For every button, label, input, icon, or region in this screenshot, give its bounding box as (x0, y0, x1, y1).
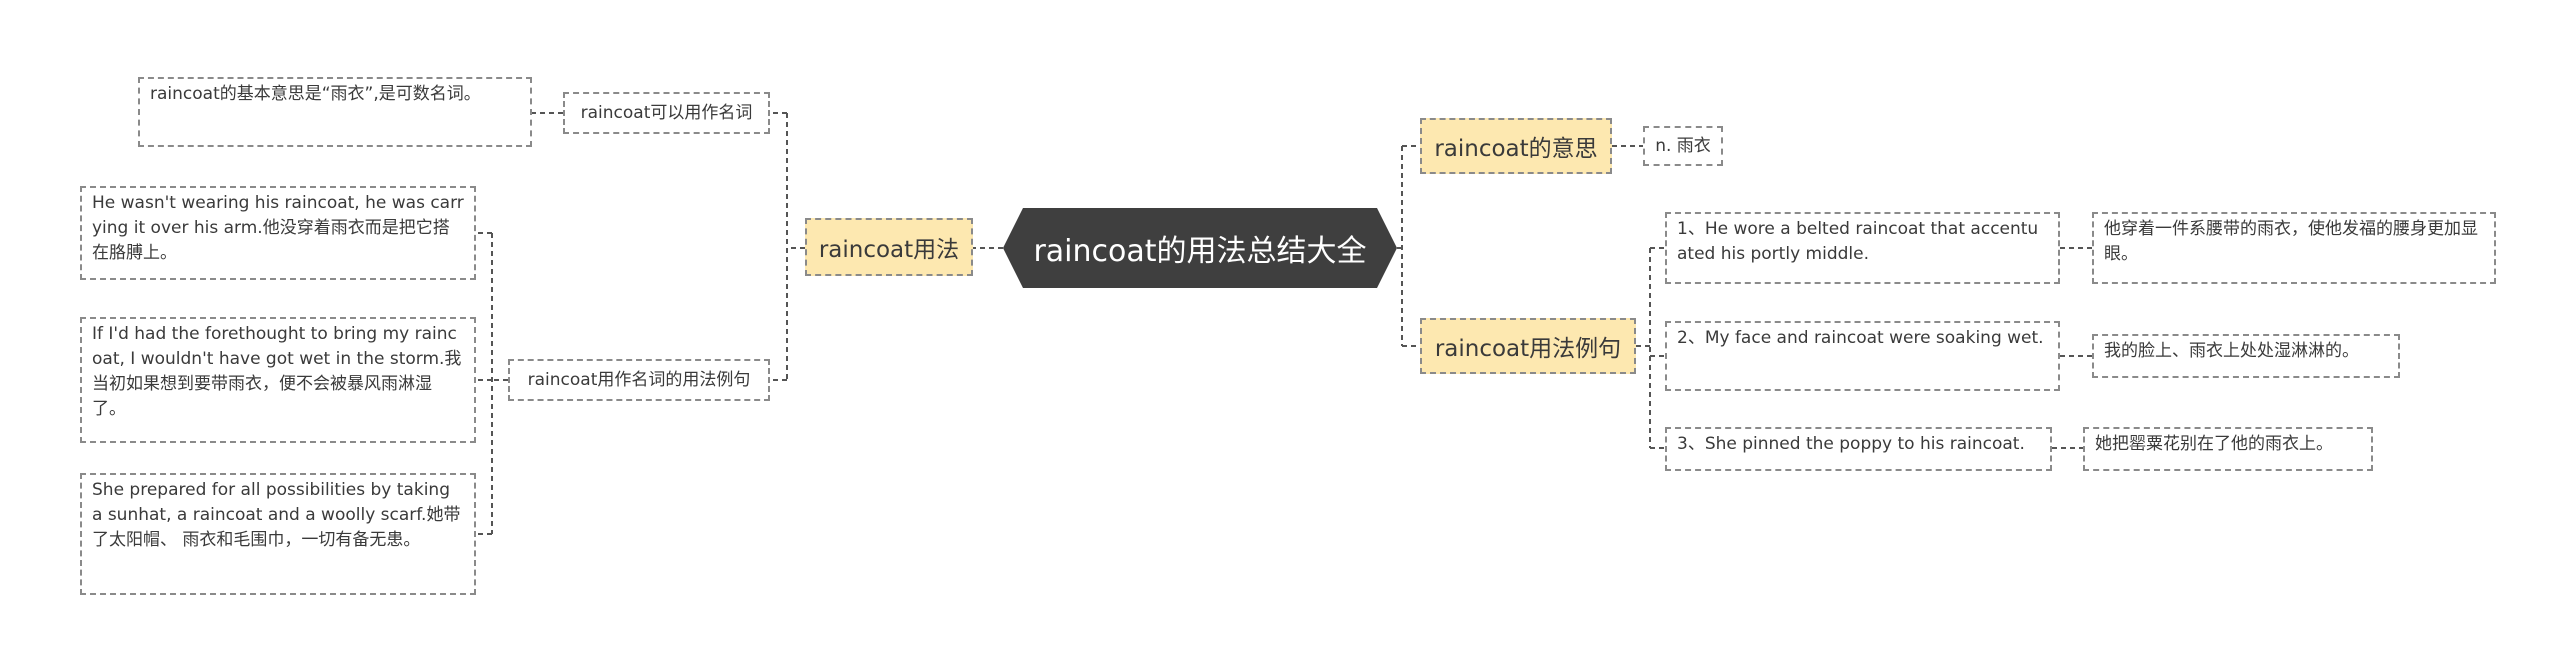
right-example-1-text: 1、He wore a belted raincoat that accentu… (1677, 219, 2039, 264)
leaf-meaning[interactable]: n. 雨衣 (1643, 126, 1723, 166)
topic-noun-examples[interactable]: raincoat用作名词的用法例句 (508, 359, 770, 401)
leaf-noun-meaning-text: raincoat的基本意思是“雨衣”,是可数名词。 (150, 84, 481, 104)
branch-raincoat-usage-label: raincoat用法 (818, 237, 960, 263)
leaf-meaning-text: n. 雨衣 (1655, 135, 1711, 156)
leaf-example-3[interactable]: She prepared for all possibilities by ta… (80, 473, 476, 595)
right-example-1-translation-text: 他穿着一件系腰带的雨衣，使他发福的腰身更加显眼。 (2104, 219, 2478, 264)
right-example-3-text: 3、She pinned the poppy to his raincoat. (1677, 434, 2025, 454)
right-example-1[interactable]: 1、He wore a belted raincoat that accentu… (1665, 212, 2060, 284)
link-right-examples-fork (1636, 248, 1651, 448)
branch-raincoat-examples-label: raincoat用法例句 (1434, 336, 1622, 362)
link-left-branch-fork (786, 113, 805, 380)
branch-raincoat-usage[interactable]: raincoat用法 (805, 218, 973, 276)
topic-noun-use[interactable]: raincoat可以用作名词 (563, 92, 770, 134)
leaf-example-2-text: If I'd had the forethought to bring my r… (92, 324, 462, 419)
link-central-right-fork (1397, 146, 1403, 346)
right-example-2-text: 2、My face and raincoat were soaking wet. (1677, 328, 2044, 348)
right-example-3[interactable]: 3、She pinned the poppy to his raincoat. (1665, 427, 2052, 471)
leaf-noun-meaning[interactable]: raincoat的基本意思是“雨衣”,是可数名词。 (138, 77, 532, 147)
leaf-example-2[interactable]: If I'd had the forethought to bring my r… (80, 317, 476, 443)
leaf-example-1-text: He wasn't wearing his raincoat, he was c… (92, 193, 464, 263)
right-example-3-translation[interactable]: 她把罂粟花别在了他的雨衣上。 (2083, 427, 2373, 471)
right-example-2[interactable]: 2、My face and raincoat were soaking wet. (1665, 321, 2060, 391)
right-example-2-translation[interactable]: 我的脸上、雨衣上处处湿淋淋的。 (2092, 334, 2400, 378)
topic-noun-examples-label: raincoat用作名词的用法例句 (527, 369, 751, 390)
right-example-3-translation-text: 她把罂粟花别在了他的雨衣上。 (2095, 434, 2333, 454)
leaf-example-3-text: She prepared for all possibilities by ta… (92, 480, 461, 550)
central-topic-shape (1003, 208, 1397, 288)
central-topic-title: raincoat的用法总结大全 (1033, 234, 1367, 269)
topic-noun-use-label: raincoat可以用作名词 (580, 102, 753, 123)
central-topic[interactable]: raincoat的用法总结大全 (1003, 208, 1397, 288)
leaf-example-1[interactable]: He wasn't wearing his raincoat, he was c… (80, 186, 476, 280)
link-examples-fork (491, 233, 508, 534)
right-example-1-translation[interactable]: 他穿着一件系腰带的雨衣，使他发福的腰身更加显眼。 (2092, 212, 2496, 284)
branch-raincoat-meaning-label: raincoat的意思 (1434, 136, 1598, 162)
branch-raincoat-examples[interactable]: raincoat用法例句 (1420, 318, 1636, 374)
branch-raincoat-meaning[interactable]: raincoat的意思 (1420, 118, 1612, 174)
right-example-2-translation-text: 我的脸上、雨衣上处处湿淋淋的。 (2104, 341, 2359, 361)
